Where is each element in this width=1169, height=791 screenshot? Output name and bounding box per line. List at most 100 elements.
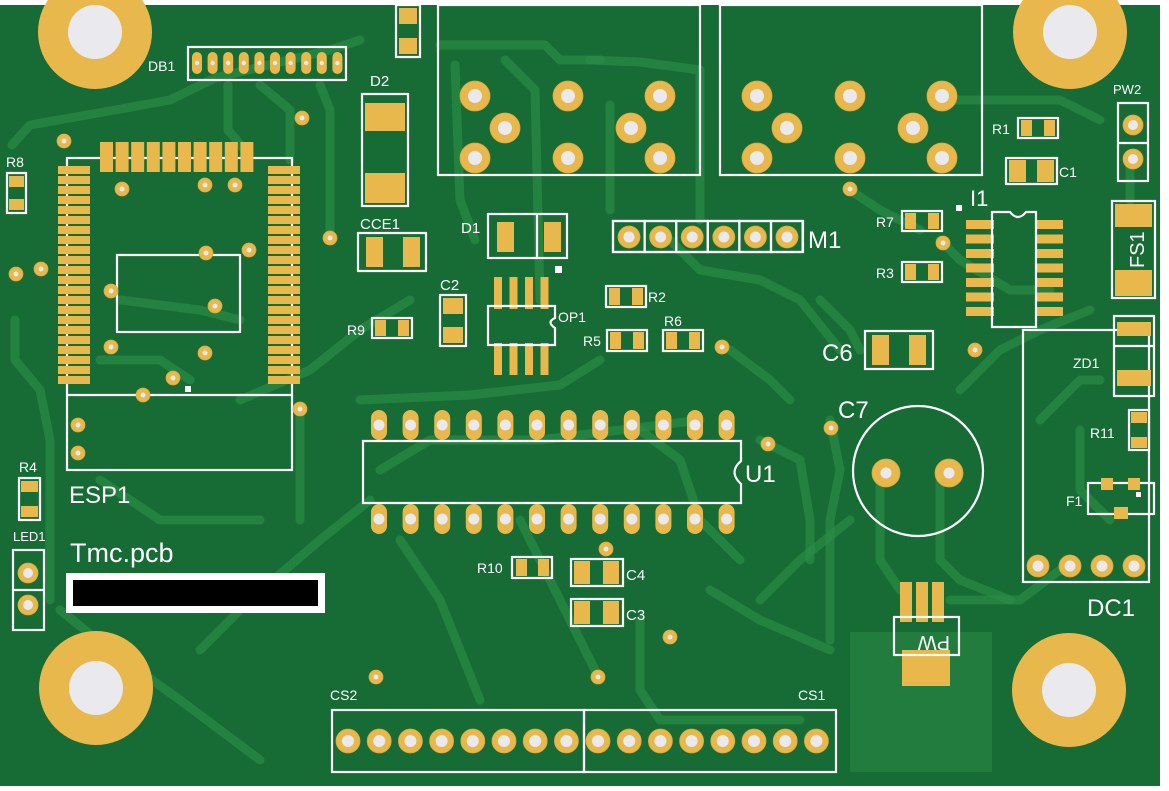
component-r3[interactable]: R3 (876, 260, 944, 284)
relay-pin (459, 80, 491, 112)
label-cce1: CCE1 (360, 216, 400, 233)
via (198, 245, 214, 261)
relay-pin (834, 80, 866, 112)
esp-pad-left (58, 356, 90, 364)
u1-pin (560, 504, 577, 534)
component-fs1[interactable]: FS1 (1110, 199, 1157, 300)
esp-pad-top (100, 142, 113, 172)
component-c6[interactable]: C6 (822, 329, 935, 371)
u1-pin (529, 504, 545, 534)
u1-pin (529, 410, 545, 440)
component-cs1[interactable]: CS1 (582, 687, 838, 774)
component-c2[interactable]: C2 (438, 277, 468, 348)
esp-pad-top (131, 142, 145, 172)
esp-pad-top (193, 142, 207, 172)
component-r8[interactable]: R8 (5, 154, 28, 215)
component-dc1[interactable]: DC1 (1021, 328, 1151, 622)
component-r1[interactable]: R1 (992, 116, 1060, 140)
component-r10[interactable]: R10 (477, 555, 554, 580)
esp-pad-left (58, 306, 90, 314)
esp-pad-left (58, 366, 90, 374)
op1-pin (509, 277, 518, 309)
u1-pin (402, 410, 419, 440)
component-c3[interactable]: C3 (569, 597, 645, 628)
esp-pad-left (58, 206, 90, 214)
i1-pin (966, 249, 994, 258)
esp-pad-right (268, 326, 300, 334)
component-relay-left[interactable] (436, 3, 702, 177)
esp-pad-top (178, 142, 191, 172)
component-r5[interactable]: R5 (583, 328, 649, 353)
esp-pad-right (268, 236, 300, 244)
cs2-pin (460, 728, 486, 754)
op1-pin (509, 343, 518, 375)
component-r7[interactable]: R7 (876, 209, 944, 233)
label-r9: R9 (347, 322, 365, 338)
u1-pin (592, 410, 609, 440)
component-op1[interactable]: OP1 (486, 277, 586, 375)
cs2-pin (491, 728, 517, 754)
esp-pad-right (268, 306, 300, 314)
component-top-smd[interactable] (394, 3, 422, 59)
via (70, 417, 86, 433)
cs2-pin (335, 728, 361, 754)
mounting-hole-tl (38, 0, 152, 89)
redacted-text-bar (73, 580, 318, 606)
dc1-pin (1058, 554, 1082, 578)
via (368, 669, 384, 685)
label-r4: R4 (19, 459, 37, 475)
component-r11[interactable]: R11 (1090, 408, 1151, 452)
pin (270, 52, 280, 74)
component-r4[interactable]: R4 (17, 459, 42, 522)
u1-pin (434, 410, 451, 440)
esp-pad-right (268, 336, 300, 344)
esp-pad-top (240, 142, 254, 172)
via (197, 345, 213, 361)
component-u1[interactable]: U1 (361, 410, 776, 534)
component-r6[interactable]: R6 (661, 313, 705, 353)
component-d1[interactable]: D1 (461, 212, 569, 273)
cs1-pin (741, 728, 767, 754)
u1-pin (623, 504, 640, 534)
component-f1[interactable]: F1 (1066, 478, 1156, 519)
component-r9[interactable]: R9 (347, 316, 414, 340)
relay-pin (926, 142, 958, 174)
u1-pin (497, 410, 514, 440)
i1-pin (1035, 249, 1063, 258)
component-led1[interactable]: LED1 (11, 529, 46, 632)
component-i1[interactable]: I1 (956, 186, 1063, 329)
component-r2[interactable]: R2 (604, 284, 666, 309)
op1-pin (494, 277, 502, 309)
component-c4[interactable]: C4 (569, 557, 645, 588)
u1-pin (655, 410, 672, 440)
esp-pad-left (58, 186, 90, 194)
component-relay-right[interactable] (718, 3, 984, 177)
component-d2[interactable]: D2 (360, 73, 410, 208)
component-pw[interactable]: PW (892, 582, 961, 686)
component-pw2[interactable]: PW2 (1113, 82, 1150, 183)
label-d2: D2 (370, 73, 389, 90)
component-zd1[interactable]: ZD1 (1073, 314, 1156, 398)
op1-pin (540, 277, 549, 309)
u1-pin (560, 410, 577, 440)
esp-pad-right (268, 276, 300, 284)
component-c1[interactable]: C1 (1004, 156, 1077, 186)
cs1-pin (772, 728, 798, 754)
component-m1[interactable]: M1 (611, 219, 841, 254)
i1-pin (966, 263, 994, 273)
relay-pin (926, 80, 958, 112)
cs1-pin (804, 728, 829, 754)
esp-pad-right (268, 366, 300, 374)
label-pw2: PW2 (1113, 82, 1141, 97)
pw2-pin (1122, 114, 1144, 136)
via (8, 266, 24, 282)
esp-pad-top (224, 142, 238, 172)
component-cce1[interactable]: CCE1 (356, 216, 428, 273)
esp-pad-right (268, 246, 300, 254)
i1-pin (1035, 307, 1063, 316)
component-cs2[interactable]: CS2 (330, 687, 586, 774)
component-c7[interactable]: C7 (838, 397, 985, 538)
via (207, 298, 223, 314)
component-esp1[interactable]: ESP1 (58, 142, 300, 509)
component-db1[interactable]: DB1 (148, 45, 348, 82)
